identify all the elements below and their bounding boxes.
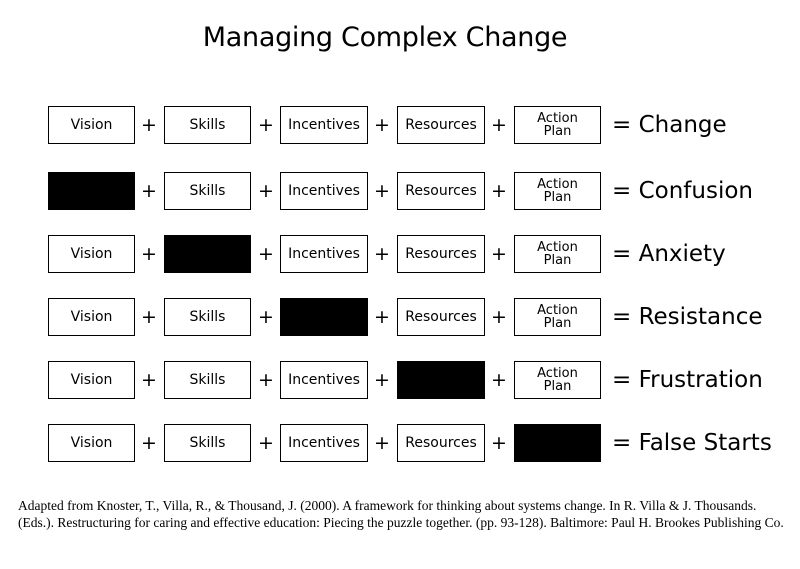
component-box-vision: Vision	[48, 361, 135, 399]
result-label: = Anxiety	[612, 241, 726, 267]
plus-sign: +	[258, 243, 274, 265]
component-box-skills: Skills	[164, 106, 251, 144]
component-box-vision: Vision	[48, 106, 135, 144]
component-label: Incentives	[288, 372, 360, 388]
component-label: Incentives	[288, 246, 360, 262]
component-box-action-plan: Action Plan	[514, 361, 601, 399]
component-label: Skills	[189, 117, 226, 133]
diagram-title: Managing Complex Change	[202, 22, 568, 53]
missing-component-box	[280, 298, 368, 336]
plus-sign: +	[491, 306, 507, 328]
equation-row-frustration: Vision + Skills + Incentives + + Action Plan = F…	[0, 361, 800, 401]
plus-sign: +	[141, 369, 157, 391]
component-label: Incentives	[288, 183, 360, 199]
component-box-resources: Resources	[397, 424, 485, 462]
component-box-incentives: Incentives	[280, 361, 368, 399]
result-label: = False Starts	[612, 430, 772, 456]
plus-sign: +	[374, 180, 390, 202]
component-box-action-plan: Action Plan	[514, 235, 601, 273]
component-label: Resources	[405, 309, 477, 325]
result-label: = Confusion	[612, 178, 753, 204]
component-box-resources: Resources	[397, 235, 485, 273]
plus-sign: +	[491, 180, 507, 202]
component-box-skills: Skills	[164, 172, 251, 210]
component-label: Skills	[189, 435, 226, 451]
component-box-incentives: Incentives	[280, 106, 368, 144]
equation-row-change: Vision + Skills + Incentives + Resources + Actio…	[0, 106, 800, 146]
plus-sign: +	[374, 114, 390, 136]
plus-sign: +	[491, 243, 507, 265]
result-label: = Change	[612, 112, 727, 138]
missing-component-box	[514, 424, 601, 462]
equation-row-anxiety: Vision + + Incentives + Resources + Action Plan…	[0, 235, 800, 275]
component-box-skills: Skills	[164, 298, 251, 336]
plus-sign: +	[374, 243, 390, 265]
plus-sign: +	[258, 432, 274, 454]
component-box-action-plan: Action Plan	[514, 172, 601, 210]
result-label: = Frustration	[612, 367, 763, 393]
component-label: Vision	[70, 372, 113, 388]
equation-row-resistance: Vision + Skills + + Resources + Action Plan = Re…	[0, 298, 800, 338]
component-box-resources: Resources	[397, 106, 485, 144]
component-label: Resources	[405, 246, 477, 262]
component-label: Action Plan	[537, 111, 578, 139]
missing-component-box	[397, 361, 485, 399]
citation-text: Adapted from Knoster, T., Villa, R., & T…	[18, 498, 784, 530]
component-label: Action Plan	[537, 177, 578, 205]
equation-row-false-starts: Vision + Skills + Incentives + Resources + = Fal…	[0, 424, 800, 464]
component-box-resources: Resources	[397, 172, 485, 210]
plus-sign: +	[491, 369, 507, 391]
component-label: Incentives	[288, 435, 360, 451]
component-label: Skills	[189, 372, 226, 388]
plus-sign: +	[141, 432, 157, 454]
component-box-incentives: Incentives	[280, 235, 368, 273]
component-label: Vision	[70, 309, 113, 325]
component-label: Action Plan	[537, 240, 578, 268]
plus-sign: +	[374, 369, 390, 391]
component-box-action-plan: Action Plan	[514, 106, 601, 144]
plus-sign: +	[258, 369, 274, 391]
missing-component-box	[48, 172, 135, 210]
component-label: Vision	[70, 435, 113, 451]
component-box-skills: Skills	[164, 361, 251, 399]
component-box-vision: Vision	[48, 235, 135, 273]
component-label: Vision	[70, 117, 113, 133]
component-box-skills: Skills	[164, 424, 251, 462]
component-box-vision: Vision	[48, 424, 135, 462]
plus-sign: +	[491, 114, 507, 136]
component-label: Action Plan	[537, 366, 578, 394]
component-label: Skills	[189, 183, 226, 199]
component-label: Resources	[405, 435, 477, 451]
component-box-incentives: Incentives	[280, 424, 368, 462]
equation-row-confusion: + Skills + Incentives + Resources + Action Plan…	[0, 172, 800, 212]
plus-sign: +	[258, 306, 274, 328]
plus-sign: +	[141, 243, 157, 265]
component-box-action-plan: Action Plan	[514, 298, 601, 336]
missing-component-box	[164, 235, 251, 273]
component-label: Vision	[70, 246, 113, 262]
result-label: = Resistance	[612, 304, 763, 330]
plus-sign: +	[258, 114, 274, 136]
component-label: Incentives	[288, 117, 360, 133]
component-box-incentives: Incentives	[280, 172, 368, 210]
plus-sign: +	[374, 432, 390, 454]
plus-sign: +	[141, 306, 157, 328]
plus-sign: +	[141, 180, 157, 202]
component-label: Resources	[405, 117, 477, 133]
plus-sign: +	[374, 306, 390, 328]
plus-sign: +	[141, 114, 157, 136]
component-box-vision: Vision	[48, 298, 135, 336]
component-box-resources: Resources	[397, 298, 485, 336]
component-label: Resources	[405, 183, 477, 199]
component-label: Action Plan	[537, 303, 578, 331]
component-label: Skills	[189, 309, 226, 325]
plus-sign: +	[258, 180, 274, 202]
plus-sign: +	[491, 432, 507, 454]
